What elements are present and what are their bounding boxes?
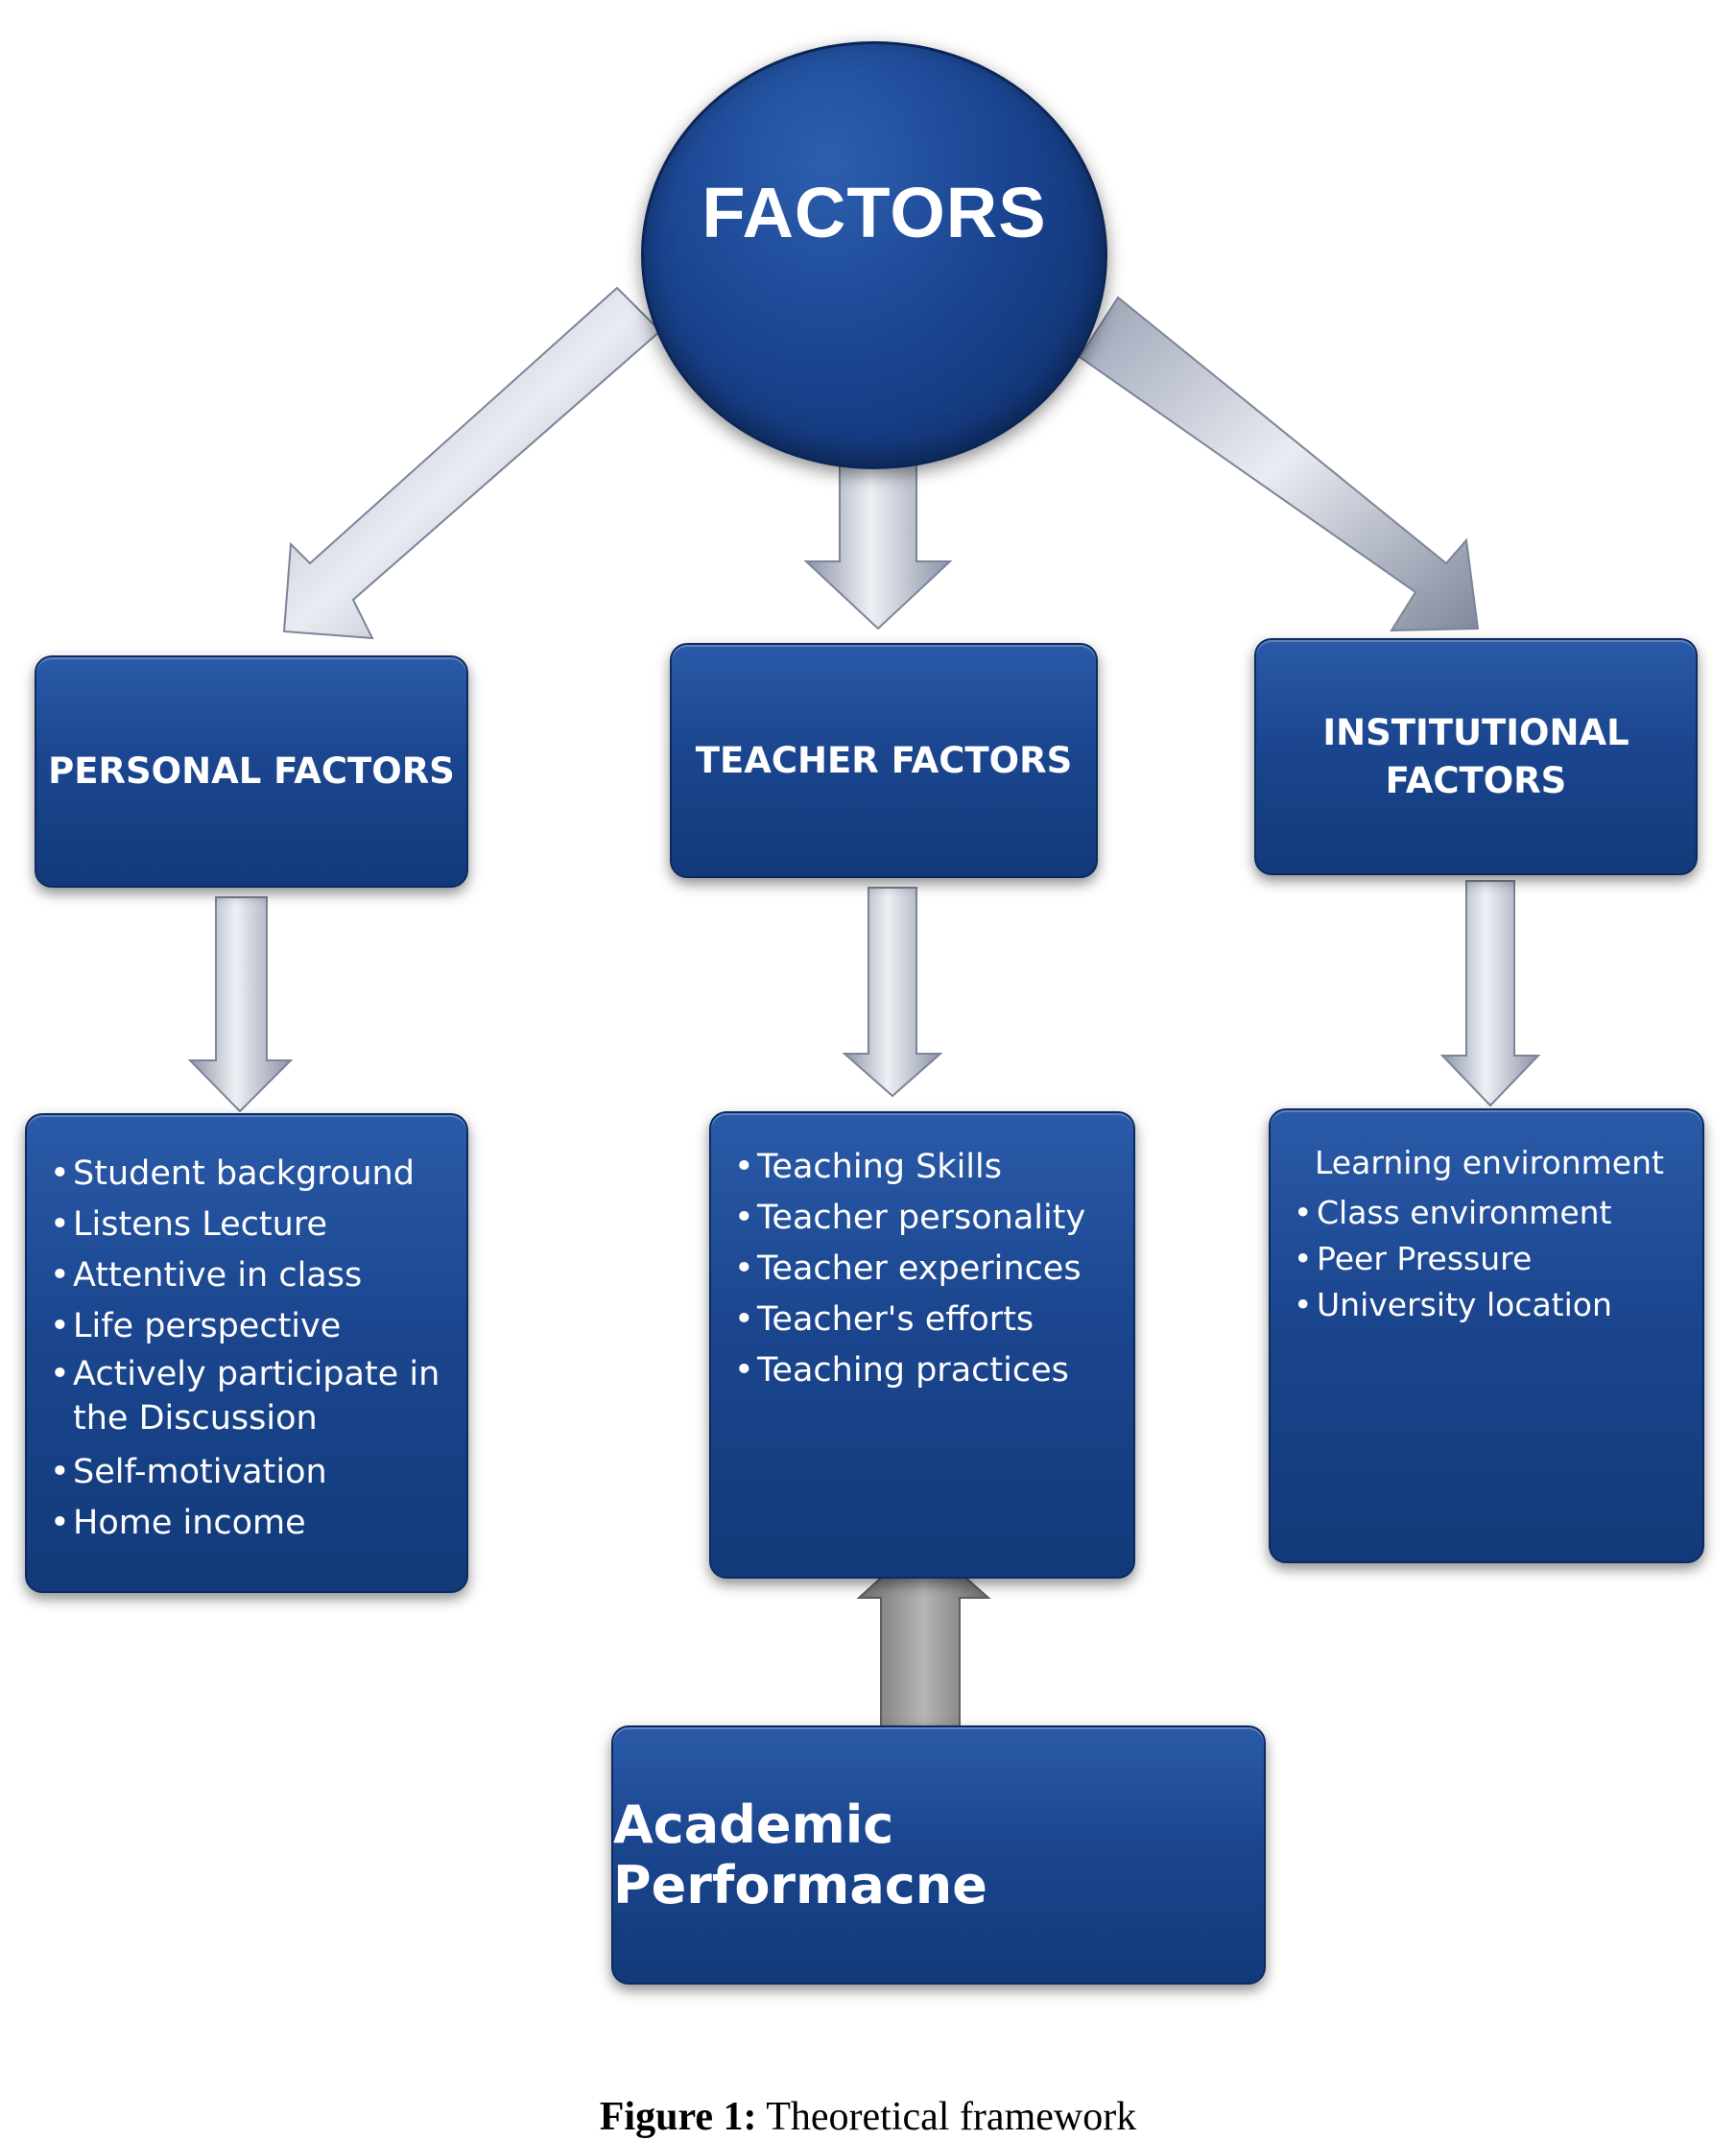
figure-caption: Figure 1: Theoretical framework (0, 2094, 1736, 2140)
factors-circle: FACTORS (641, 41, 1107, 469)
list-item: Life perspective (48, 1301, 451, 1352)
list-item: Student background (48, 1149, 451, 1200)
learning-environment-heading: Learning environment (1315, 1144, 1664, 1181)
list-item: Class environment (1292, 1190, 1687, 1236)
arrow-personal-to-list (187, 896, 294, 1113)
arrow-to-personal (282, 286, 662, 640)
arrow-institutional-to-list (1439, 880, 1541, 1107)
academic-performance-title: Academic Performacne (613, 1795, 987, 1915)
academic-performance-box: Academic Performacne (611, 1725, 1266, 1985)
list-item: Self-motivation (48, 1447, 451, 1498)
personal-factors-box: PERSONAL FACTORS (35, 655, 468, 888)
teacher-factors-title: TEACHER FACTORS (695, 739, 1073, 781)
institutional-factors-title: INSTITUTIONAL FACTORS (1322, 711, 1629, 801)
list-item: Teacher experinces (732, 1244, 1118, 1295)
factors-title: FACTORS (702, 172, 1047, 252)
list-item: Actively participate in the Discussion (48, 1352, 451, 1440)
teacher-factors-box: TEACHER FACTORS (670, 643, 1098, 878)
list-item: Teaching Skills (732, 1142, 1118, 1193)
personal-factors-list-box: Student background Listens Lecture Atten… (25, 1113, 468, 1593)
institutional-factors-list: Class environment Peer Pressure Universi… (1292, 1190, 1687, 1328)
teacher-factors-list-box: Teaching Skills Teacher personality Teac… (709, 1111, 1135, 1579)
arrow-to-teacher (803, 462, 953, 630)
personal-factors-title: PERSONAL FACTORS (48, 750, 455, 792)
personal-factors-list: Student background Listens Lecture Atten… (48, 1149, 451, 1549)
arrow-to-institutional (1078, 296, 1480, 632)
list-item: Teaching practices (732, 1345, 1118, 1396)
list-item: Home income (48, 1498, 451, 1549)
institutional-factors-list-box: Learning environment Class environment P… (1269, 1108, 1704, 1563)
caption-label: Figure 1: (599, 2095, 757, 2139)
caption-text: Theoretical framework (766, 2095, 1137, 2139)
list-item: Teacher personality (732, 1193, 1118, 1244)
list-item: Attentive in class (48, 1250, 451, 1301)
list-item: Teacher's efforts (732, 1295, 1118, 1345)
list-item: University location (1292, 1282, 1687, 1328)
arrow-teacher-to-list (842, 887, 943, 1098)
list-item: Peer Pressure (1292, 1236, 1687, 1282)
teacher-factors-list: Teaching Skills Teacher personality Teac… (732, 1142, 1118, 1396)
institutional-factors-box: INSTITUTIONAL FACTORS (1254, 638, 1698, 875)
list-item: Listens Lecture (48, 1200, 451, 1250)
